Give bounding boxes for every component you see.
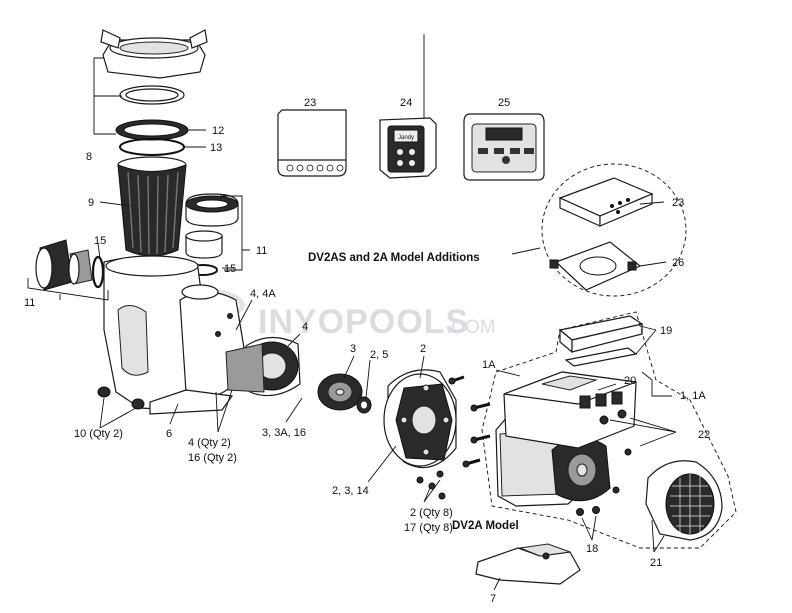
callout-15-right: 15 — [224, 263, 236, 275]
callout-19: 19 — [660, 325, 672, 337]
callout-7: 7 — [490, 593, 496, 605]
model-additions-label: DV2AS and 2A Model Additions — [308, 252, 480, 264]
lid-o-ring — [119, 85, 185, 105]
bolts-18 — [576, 448, 632, 516]
fan-cover-21 — [645, 460, 723, 541]
leader-lines — [27, 57, 677, 591]
model-additions-group — [541, 163, 687, 297]
callout-4-qty: 4 (Qty 2) — [188, 437, 231, 449]
section-labels: DV2AS and 2A Model Additions DV2A Model — [308, 252, 519, 532]
callout-18: 18 — [586, 543, 598, 555]
callout-15-left: 15 — [94, 235, 106, 247]
o-ring-13 — [119, 138, 185, 156]
bolts-2 — [416, 375, 491, 500]
controller-23 — [277, 109, 347, 177]
callout-4: 4 — [302, 321, 308, 333]
callout-20: 20 — [624, 375, 636, 387]
callout-22: 22 — [698, 429, 710, 441]
callout-12: 12 — [212, 125, 224, 137]
callout-21: 21 — [650, 557, 662, 569]
callout-4-4a: 4, 4A — [250, 288, 276, 300]
lid-lock-ring-12 — [115, 119, 189, 141]
callout-16-qty: 16 (Qty 2) — [188, 452, 237, 464]
callout-25: 25 — [498, 97, 510, 109]
callout-24: 24 — [400, 97, 412, 109]
callout-11-left: 11 — [24, 297, 35, 309]
seal-5 — [356, 396, 372, 414]
callouts: 8 12 13 9 11 11 15 15 4, 4A 4 3 2, 5 2 1… — [24, 97, 710, 605]
drain-plugs-10 — [97, 386, 145, 410]
pump-housing-6 — [103, 255, 247, 415]
pump-lid-assembly — [100, 29, 208, 79]
callout-17-qty: 17 (Qty 8) — [404, 522, 453, 534]
drive-controller-1a — [503, 371, 637, 449]
controller-25 — [463, 113, 545, 181]
union-right — [185, 193, 239, 276]
watermark-brand: INYOPOOLS — [258, 303, 469, 341]
dv2a-outline — [481, 311, 737, 549]
watermark: INYOPOOLS .COM — [135, 286, 496, 341]
cover-19 — [558, 315, 644, 367]
callout-13: 13 — [210, 142, 222, 154]
impeller-3 — [317, 373, 363, 411]
dv2a-model-label: DV2A Model — [452, 520, 519, 532]
strainer-basket-9 — [117, 156, 187, 257]
callout-26: 26 — [672, 257, 684, 269]
callout-23-top: 23 — [304, 97, 316, 109]
callout-2: 2 — [420, 343, 426, 355]
callout-11-right: 11 — [256, 245, 267, 257]
callout-2-3-14: 2, 3, 14 — [332, 485, 369, 497]
callout-23-right: 23 — [672, 197, 684, 209]
callout-3-3a-16: 3, 3A, 16 — [262, 427, 306, 439]
callout-10: 10 (Qty 2) — [74, 428, 123, 440]
callout-1a: 1A — [482, 359, 496, 371]
callout-2-qty: 2 (Qty 8) — [410, 507, 453, 519]
remote-brand-text: Jandy — [398, 135, 414, 141]
callout-8: 8 — [86, 151, 92, 163]
controller-24: Jandy — [379, 34, 437, 179]
callout-3: 3 — [350, 343, 356, 355]
callout-1-1a: 1, 1A — [680, 390, 706, 402]
callout-6: 6 — [166, 428, 172, 440]
watermark-suffix: .COM — [446, 317, 496, 338]
seal-plate-2 — [383, 369, 457, 469]
union-left — [35, 239, 105, 291]
callout-9: 9 — [88, 197, 94, 209]
callout-2-5: 2, 5 — [370, 349, 388, 361]
motor-base-7 — [475, 543, 581, 585]
diffuser-4 — [225, 336, 301, 397]
